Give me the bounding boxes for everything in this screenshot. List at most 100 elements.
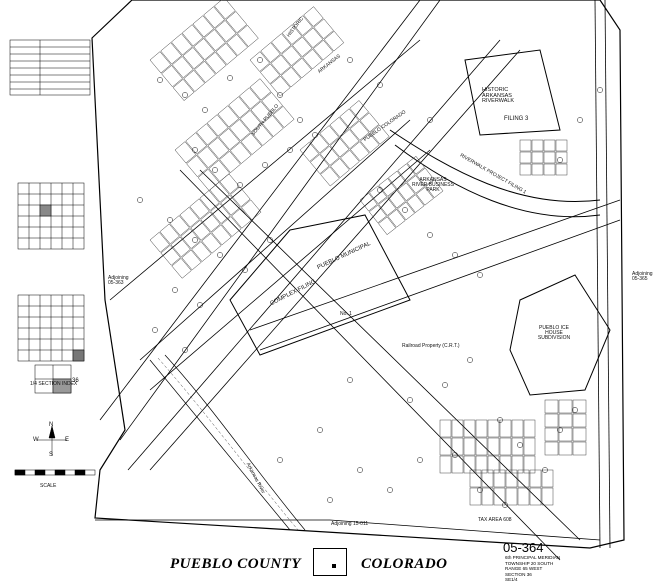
lot-parcel — [181, 249, 202, 271]
lot-parcel — [250, 101, 273, 124]
lot-parcel — [200, 211, 221, 233]
notes-table — [9, 39, 91, 96]
lot-parcel — [240, 132, 263, 155]
river-centerline — [157, 357, 299, 531]
lot-parcel — [309, 133, 330, 154]
section: SECTION 36 — [505, 571, 532, 577]
parcel-number-marker — [197, 302, 203, 308]
parcel-number-marker — [377, 82, 383, 88]
lot-parcel — [397, 163, 416, 182]
lot-parcel — [182, 47, 205, 70]
lot-parcel — [493, 469, 506, 488]
lot-parcel — [271, 33, 292, 54]
lot-parcel — [281, 24, 303, 45]
parcel-number-marker — [347, 57, 353, 63]
lot-parcel — [149, 231, 170, 253]
road-line — [119, 0, 441, 441]
lot-parcel — [208, 159, 231, 182]
parcel-number-marker — [402, 207, 408, 213]
lot-parcel — [511, 455, 524, 474]
parcel-number-marker — [467, 357, 473, 363]
label-business-park: ARKANSAS RIVER BUSINESS PARK — [412, 177, 454, 193]
parcel-number-marker — [287, 147, 293, 153]
parcel-number-marker — [202, 107, 208, 113]
lot-parcel — [262, 114, 284, 137]
parcel-number-marker — [427, 232, 433, 238]
lot-parcel — [199, 190, 220, 211]
township: TOWNSHIP 20 SOUTH — [505, 560, 554, 566]
lot-parcel — [319, 145, 340, 166]
lot-parcel — [415, 187, 434, 206]
parcel-number-marker — [227, 75, 233, 81]
lot-parcel — [260, 42, 281, 63]
river-bank — [149, 359, 291, 531]
lot-parcel — [237, 24, 259, 47]
lot-parcel — [541, 469, 554, 488]
lot-parcel — [251, 123, 273, 146]
lot-parcel — [330, 158, 350, 178]
lot-parcel — [544, 399, 559, 414]
lot-parcel — [378, 216, 397, 235]
lot-parcel — [323, 30, 345, 52]
lot-parcel — [463, 437, 476, 456]
lot-block — [519, 139, 568, 176]
section-boundary — [91, 0, 625, 549]
lot-parcel — [481, 469, 494, 488]
lot-parcel — [425, 179, 444, 199]
lot-parcel — [359, 112, 380, 133]
lot-parcel — [572, 399, 587, 414]
lot-parcel — [270, 54, 291, 76]
road-line — [604, 0, 611, 549]
parcel-number-marker — [497, 417, 503, 423]
lot-parcel — [183, 69, 206, 92]
lot-parcel — [519, 151, 532, 164]
lot-parcel — [406, 155, 425, 175]
road-line — [139, 119, 411, 361]
lot-parcel — [544, 413, 559, 428]
section-highlight-cell — [72, 349, 85, 362]
lot-parcel — [572, 441, 587, 456]
lot-parcel — [397, 201, 415, 221]
parcel-number-marker — [137, 197, 143, 203]
lot-parcel — [529, 487, 542, 506]
parcel-number-marker — [442, 382, 448, 388]
parcel-number-marker — [452, 252, 458, 258]
lot-parcel — [523, 419, 536, 438]
lot-parcel — [261, 92, 283, 115]
lot-parcel — [215, 42, 238, 65]
lot-parcel — [475, 437, 488, 456]
lot-parcel — [281, 45, 302, 67]
lot-parcel — [299, 141, 320, 162]
lot-parcel — [309, 154, 330, 175]
lot-parcel — [397, 182, 416, 202]
label-scale: SCALE — [40, 483, 57, 489]
scale-bar-segment — [14, 469, 26, 476]
scale-bar-segment — [54, 469, 66, 476]
lot-parcel — [339, 129, 360, 149]
range: RANGE 65 WEST — [505, 566, 543, 572]
lot-parcel — [302, 27, 324, 49]
parcel-number-marker — [312, 132, 318, 138]
parcel-number-marker — [172, 287, 178, 293]
lot-parcel — [517, 469, 530, 488]
lot-parcel — [292, 36, 313, 58]
parcel-number-marker — [347, 377, 353, 383]
road-line — [149, 149, 431, 391]
parcel-number-marker — [262, 162, 268, 168]
lot-parcel — [231, 207, 252, 229]
lot-parcel — [463, 455, 476, 474]
label-adjoining-right: Adjoining 05-365 — [632, 271, 653, 282]
lot-parcel — [303, 6, 324, 27]
parcel-number-marker — [297, 117, 303, 123]
lot-parcel — [439, 419, 452, 438]
lot-parcel — [543, 151, 556, 164]
label-historic-arkansas-riverwalk: HISTORIC ARKANSAS RIVERWALK — [482, 87, 515, 104]
lot-parcel — [270, 75, 291, 97]
parcel-number-marker — [217, 252, 223, 258]
parcel-number-marker — [152, 327, 158, 333]
parcel-number-marker — [357, 467, 363, 473]
parcel-number-marker — [477, 487, 483, 493]
road-line — [179, 169, 561, 561]
lot-parcel — [171, 33, 193, 56]
lot-parcel — [572, 427, 587, 442]
